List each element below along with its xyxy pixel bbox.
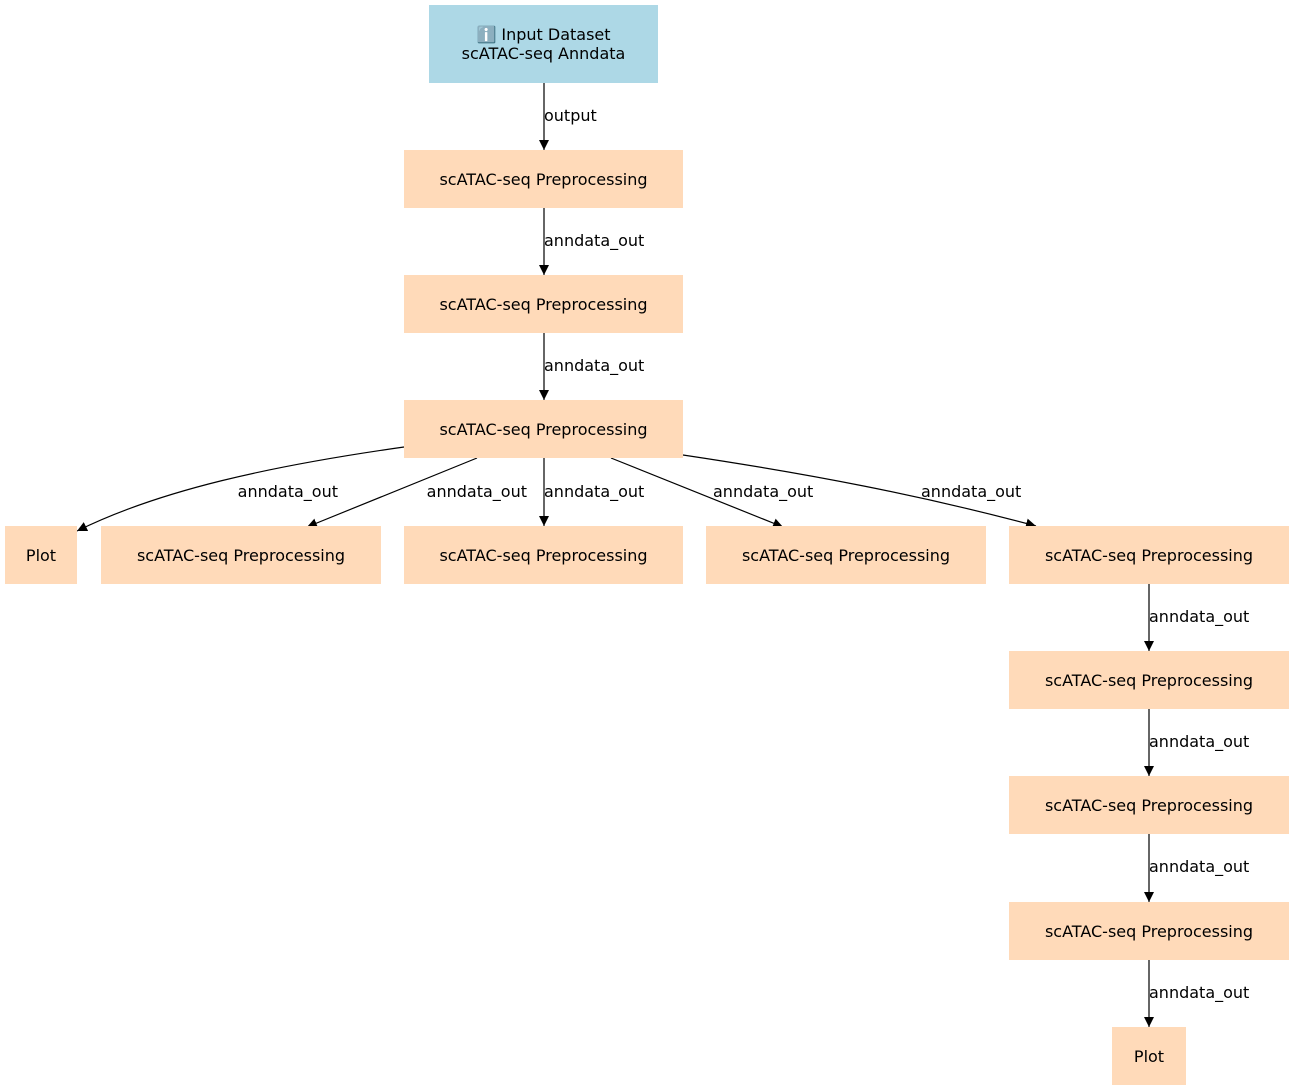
edge-n3-n8 (682, 454, 1037, 529)
node-title: scATAC-seq Preprocessing (439, 546, 647, 565)
edge-label: anndata_out (544, 231, 644, 251)
node-title: scATAC-seq Preprocessing (439, 170, 647, 189)
node-label: scATAC-seq Preprocessing (439, 545, 648, 565)
node-label: scATAC-seq Preprocessing (136, 545, 346, 565)
node-label: scATAC-seq Preprocessing (1044, 670, 1254, 690)
node-title: scATAC-seq Preprocessing (742, 546, 950, 565)
node-label: scATAC-seq Preprocessing (439, 419, 648, 439)
node-sublabel: scATAC-seq Anndata (461, 44, 626, 63)
preprocessing-node[interactable]: scATAC-seq Preprocessing (404, 400, 683, 458)
node-label: scATAC-seq Preprocessing (1044, 795, 1254, 815)
node-label: Input Dataset (501, 25, 611, 44)
preprocessing-node[interactable]: scATAC-seq Preprocessing (1009, 651, 1289, 709)
info-icon: ℹ️ (476, 25, 497, 44)
node-title: scATAC-seq Preprocessing (137, 546, 345, 565)
preprocessing-node[interactable]: scATAC-seq Preprocessing (404, 150, 683, 208)
node-title: ℹ️Input Dataset (476, 25, 610, 44)
edge-label: anndata_out (713, 482, 813, 502)
node-label: scATAC-seq Preprocessing (439, 294, 648, 314)
preprocessing-node[interactable]: scATAC-seq Preprocessing (101, 526, 381, 584)
preprocessing-node[interactable]: scATAC-seq Preprocessing (404, 526, 683, 584)
preprocessing-node[interactable]: scATAC-seq Preprocessing (1009, 776, 1289, 834)
edge-n3-n5 (306, 457, 478, 528)
edge-label: anndata_out (238, 482, 338, 502)
node-label: scATAC-seq Preprocessing (1044, 921, 1254, 941)
preprocessing-node[interactable]: scATAC-seq Preprocessing (706, 526, 986, 584)
plot-node[interactable]: Plot (5, 526, 77, 584)
edge-label: anndata_out (544, 482, 644, 502)
node-title: scATAC-seq Preprocessing (439, 420, 647, 439)
edge-label: anndata_out (1149, 983, 1249, 1003)
preprocessing-node[interactable]: scATAC-seq Preprocessing (1009, 902, 1289, 960)
node-label: Plot (1133, 1046, 1165, 1066)
edge-label: anndata_out (1149, 732, 1249, 752)
node-label: scATAC-seq Preprocessing (439, 169, 648, 189)
node-title: scATAC-seq Preprocessing (439, 295, 647, 314)
node-label: scATAC-seq Preprocessing (741, 545, 951, 565)
edge-n3-n4 (76, 446, 405, 532)
edge-label: output (544, 106, 597, 125)
plot-node[interactable]: Plot (1112, 1027, 1186, 1085)
node-title: scATAC-seq Preprocessing (1045, 796, 1253, 815)
edge-label: anndata_out (1149, 857, 1249, 877)
node-label: scATAC-seq Preprocessing (1044, 545, 1254, 565)
preprocessing-node[interactable]: scATAC-seq Preprocessing (404, 275, 683, 333)
node-label: Plot (25, 545, 57, 565)
node-title: Plot (1134, 1047, 1164, 1066)
edge-label: anndata_out (544, 356, 644, 376)
edge-n3-n7 (610, 457, 784, 528)
node-title: scATAC-seq Preprocessing (1045, 546, 1253, 565)
node-title: Plot (26, 546, 56, 565)
preprocessing-node[interactable]: scATAC-seq Preprocessing (1009, 526, 1289, 584)
node-title: scATAC-seq Preprocessing (1045, 671, 1253, 690)
edge-label: anndata_out (427, 482, 527, 502)
edge-label: anndata_out (1149, 607, 1249, 627)
edge-label: anndata_out (921, 482, 1021, 502)
node-title: scATAC-seq Preprocessing (1045, 922, 1253, 941)
